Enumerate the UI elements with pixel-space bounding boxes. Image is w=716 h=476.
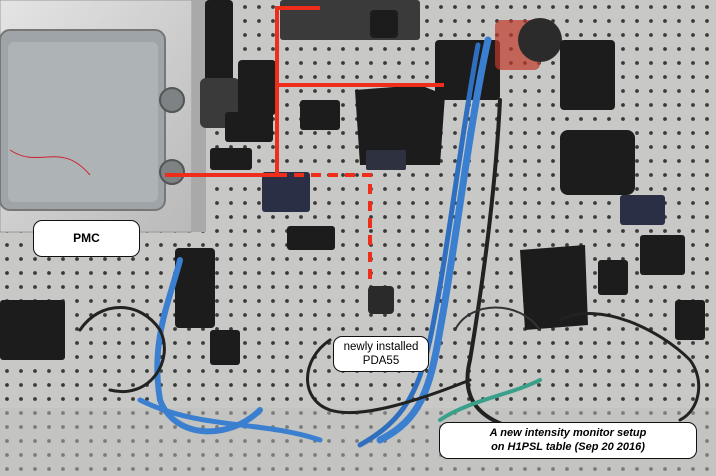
- beam-path-solid: [165, 6, 320, 177]
- caption-label: A new intensity monitor setup on H1PSL t…: [439, 422, 697, 459]
- pmc-enclosure: [0, 0, 206, 233]
- pmc-label-text: PMC: [73, 231, 100, 245]
- optics-cluster: [0, 0, 705, 365]
- pda55-label: newly installed PDA55: [333, 336, 429, 372]
- pda55-label-line2: PDA55: [362, 355, 400, 367]
- pmc-port-lower: [159, 159, 185, 185]
- caption-line2: on H1PSL table (Sep 20 2016): [491, 440, 645, 453]
- beam-path: [165, 6, 444, 284]
- pda55-label-line1: newly installed: [343, 340, 419, 353]
- caption-line1: A new intensity monitor setup: [489, 426, 647, 439]
- pmc-label: PMC: [33, 220, 140, 257]
- beam-path-dashed: [277, 173, 372, 284]
- cables: [78, 36, 701, 448]
- pmc-port-upper: [159, 87, 185, 113]
